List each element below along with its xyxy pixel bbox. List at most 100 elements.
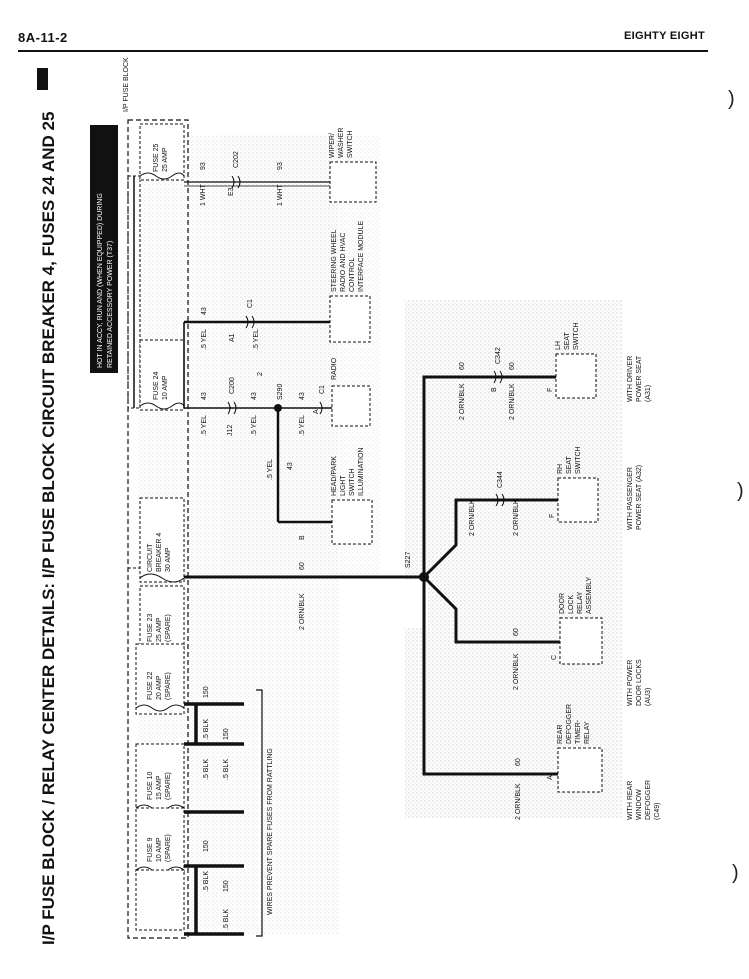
header-rule	[18, 50, 708, 52]
fuse-block-label-line: I/P FUSE BLOCK	[123, 57, 130, 112]
connector-pin: F	[549, 514, 556, 518]
option-line: POWER SEAT (A32)	[636, 465, 643, 530]
connector-pin: A	[313, 409, 320, 414]
margin-mark: )	[728, 88, 735, 110]
component-label: RELAY	[577, 591, 584, 614]
component-label: DOOR	[559, 593, 566, 614]
option-line: POWER SEAT	[636, 355, 643, 402]
component-label: SEAT	[564, 332, 571, 350]
fuse-label: FUSE 23	[147, 613, 154, 642]
component-label: STEERING WHEEL	[331, 229, 338, 292]
connector-pin: A	[547, 775, 554, 780]
fuse-label: FUSE 22	[147, 671, 154, 700]
option-line: DOOR LOCKS	[636, 659, 643, 706]
diagram-title: I/P FUSE BLOCK / RELAY CENTER DETAILS: I…	[39, 112, 58, 945]
page-code: 8A-11-2	[18, 30, 68, 45]
model-name: EIGHTY EIGHT	[623, 30, 705, 42]
connector-label: C1	[319, 385, 326, 394]
connector-radio-symbol	[319, 401, 323, 415]
fuse-label: (SPARE)	[165, 772, 172, 800]
circuit-number: 93	[277, 162, 284, 170]
wire-color: .5 BLK	[223, 759, 230, 780]
wire-color: .5 BLK	[203, 871, 210, 892]
component-label: CONTROL	[349, 258, 356, 292]
circuit-number: 150	[223, 880, 230, 892]
component-label: REAR	[557, 725, 564, 744]
fuse-8-unlabeled	[135, 869, 185, 931]
circuit-number: 60	[299, 562, 306, 570]
wire-color: 1 WHT	[200, 184, 207, 207]
wire-color: 2 ORN/BLK	[513, 653, 520, 690]
option-line: WINDOW	[636, 789, 643, 820]
fuse-block-label: I/P FUSE BLOCK	[123, 57, 130, 112]
circuit-number: 150	[223, 728, 230, 740]
fuse-block-outline	[127, 119, 189, 939]
connector-pin: E3	[228, 187, 235, 196]
wire-color: 1 WHT	[277, 184, 284, 207]
margin-mark: )	[737, 480, 744, 502]
hot-note-line: HOT IN ACCY, RUN AND (WHEN EQUIPPED) DUR…	[97, 193, 104, 368]
margin-mark: )	[732, 862, 739, 884]
connector-pin: A1	[229, 333, 236, 342]
connector-pin: C	[551, 655, 558, 660]
circuit-number: 43	[201, 392, 208, 400]
component-label: DEFOGGER	[566, 704, 573, 744]
connector-c200-symbol	[233, 401, 237, 415]
wire-color: 2 ORN/BLK	[509, 383, 516, 420]
wire-60-defogger	[422, 577, 558, 776]
component-label: ASSEMBLY	[586, 576, 593, 614]
hot-note-text: HOT IN ACCY, RUN AND (WHEN EQUIPPED) DUR…	[97, 191, 114, 368]
circuit-number: 60	[459, 362, 466, 370]
option-line: WITH REAR	[627, 781, 634, 820]
connector-c344-symbol	[501, 493, 505, 507]
connector-pin: J12	[227, 425, 234, 436]
component-label: SWITCH	[349, 468, 356, 496]
fuse-label: FUSE 10	[147, 771, 154, 800]
fuse-label: FUSE 25	[153, 143, 160, 172]
wire-color: 2 ORN/BLK	[515, 783, 522, 820]
wire-color: .5 YEL	[201, 329, 208, 350]
fuse-label: BREAKER 4	[156, 533, 163, 572]
connector-pin: B	[491, 387, 498, 392]
circuit-number: 43	[251, 392, 258, 400]
component-label: WASHER	[338, 128, 345, 158]
connector-label: C342	[495, 347, 502, 364]
wire-color: .5 BLK	[203, 719, 210, 740]
circuit-number: 150	[203, 840, 210, 852]
rattle-note: WIRES PREVENT SPARE FUSES FROM RATTLING	[267, 748, 274, 915]
component-label: INTERFACE MODULE	[358, 220, 365, 292]
rattle-bracket	[256, 689, 263, 937]
circuit-number: 60	[515, 758, 522, 766]
component-label: WIPER/	[329, 133, 336, 158]
svg-text:FUSE 910 AMP(SPARE): FUSE 910 AMP(SPARE)	[147, 834, 172, 862]
wire-color: 2 ORN/BLK	[299, 593, 306, 630]
fuse-label: CIRCUIT	[147, 543, 154, 572]
component-label: RELAY	[584, 721, 591, 744]
fuse-label: 25 AMP	[162, 147, 169, 172]
wire-60-door-lock	[422, 575, 560, 644]
option-line: (C49)	[654, 802, 661, 820]
connector-c200-symbol	[227, 401, 231, 415]
hot-note-line: RETAINED ACCESSORY POWER (T37)	[107, 241, 114, 368]
component-label: RADIO	[331, 357, 338, 380]
wire-60-lh-seat	[422, 375, 556, 577]
